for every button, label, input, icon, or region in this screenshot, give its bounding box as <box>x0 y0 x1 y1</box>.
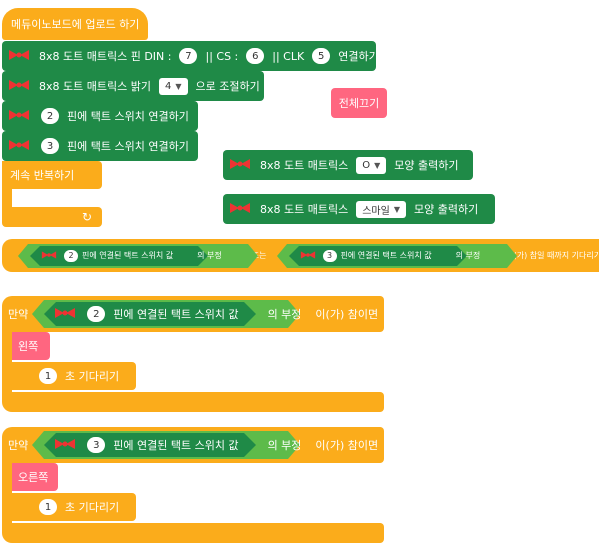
right-action-block[interactable]: 오른쪽 <box>12 463 58 491</box>
wait-b-neg: 의 부정 <box>455 251 481 260</box>
if-left-then-label: 이(가) 참이면 <box>315 308 379 321</box>
matrix-shape-smile-block[interactable]: 8x8 도트 매트릭스 스마일 ▼ 모양 출력하기 <box>223 194 495 224</box>
triangle-down-icon: ▼ <box>393 204 400 214</box>
if-right-footer <box>2 523 384 543</box>
matrix-o-suffix: 모양 출력하기 <box>394 159 459 172</box>
matrix-brightness-block[interactable]: 8x8 도트 매트릭스 밝기 4 ▼ 으로 조절하기 <box>2 71 264 101</box>
upload-hat-block[interactable]: 메듀이노보드에 업로드 하기 <box>2 8 148 40</box>
bowtie-icon <box>54 437 76 454</box>
if-right-then-label: 이(가) 참이면 <box>315 439 379 452</box>
din-input[interactable]: 7 <box>179 48 198 64</box>
if-right-block[interactable]: 만약 3 핀에 연결된 택트 스위치 값 의 부정 이(가) 참이면 오른쪽 1… <box>2 427 384 546</box>
if-left-cond-label: 핀에 연결된 택트 스위치 값 <box>113 308 239 321</box>
triangle-down-icon: ▼ <box>175 81 182 91</box>
loop-arrow-icon: ↻ <box>81 210 92 224</box>
brightness-value: 4 <box>164 80 172 92</box>
shape-o-value: O <box>362 159 371 171</box>
if-right-cond-label: 핀에 연결된 택트 스위치 값 <box>113 439 239 452</box>
shape-o-dropdown[interactable]: O ▼ <box>356 156 387 174</box>
loop-bottom-bar: ↻ <box>2 207 102 227</box>
shape-smile-dropdown[interactable]: 스마일 ▼ <box>356 200 406 218</box>
if-left-wait-input[interactable]: 1 <box>39 368 57 384</box>
if-left-footer <box>2 392 384 412</box>
wait-cond-a[interactable]: 2 핀에 연결된 택트 스위치 값 의 부정 <box>18 243 258 268</box>
switch-a-pin-input[interactable]: 2 <box>41 108 59 124</box>
clear-all-block[interactable]: 전체끄기 <box>331 88 387 118</box>
forever-loop-block[interactable]: 계속 반복하기 ↻ <box>2 161 102 227</box>
if-right-arm <box>2 463 12 527</box>
loop-top-bar: 계속 반복하기 <box>2 161 102 189</box>
matrix-smile-suffix: 모양 출력하기 <box>414 203 479 216</box>
wait-until-block[interactable]: 2 핀에 연결된 택트 스위치 값 의 부정 또는 3 핀에 연결된 택트 스위… <box>2 239 599 272</box>
brightness-suffix: 으로 조절하기 <box>195 80 260 93</box>
wait-until-suffix: 이(가) 참일 때까지 기다리기 <box>506 251 599 260</box>
right-action-label: 오른쪽 <box>18 471 49 484</box>
if-right-header: 만약 3 핀에 연결된 택트 스위치 값 의 부정 이(가) 참이면 <box>2 427 384 463</box>
brightness-dropdown[interactable]: 4 ▼ <box>158 77 188 95</box>
switch-b-pin-input[interactable]: 3 <box>41 138 59 154</box>
matrix-pins-block[interactable]: 8x8 도트 매트릭스 핀 DIN : 7 || CS : 6 || CLK 5… <box>2 41 379 71</box>
switch-connect-block-b[interactable]: 3 핀에 택트 스위치 연결하기 <box>2 131 198 161</box>
left-action-label: 왼쪽 <box>18 340 39 353</box>
if-right-wait-block[interactable]: 1 초 기다리기 <box>12 493 136 521</box>
if-left-neg: 의 부정 <box>267 308 302 321</box>
bowtie-icon <box>41 250 57 262</box>
if-right-neg: 의 부정 <box>267 439 302 452</box>
bowtie-icon <box>8 138 30 155</box>
if-left-if-label: 만약 <box>8 308 29 321</box>
matrix-shape-o-block[interactable]: 8x8 도트 매트릭스 O ▼ 모양 출력하기 <box>223 150 473 180</box>
if-left-arm <box>2 332 12 394</box>
switch-b-label: 핀에 택트 스위치 연결하기 <box>67 140 189 153</box>
wait-a-neg: 의 부정 <box>197 251 222 260</box>
if-right-if-label: 만약 <box>8 439 29 452</box>
switch-a-label: 핀에 택트 스위치 연결하기 <box>67 110 189 123</box>
if-left-condition[interactable]: 2 핀에 연결된 택트 스위치 값 의 부정 <box>32 300 301 328</box>
left-action-block[interactable]: 왼쪽 <box>12 332 50 360</box>
if-right-wait-label: 초 기다리기 <box>65 501 120 514</box>
loop-label: 계속 반복하기 <box>10 169 75 182</box>
matrix-o-label: 8x8 도트 매트릭스 <box>260 159 349 172</box>
if-left-block[interactable]: 만약 2 핀에 연결된 택트 스위치 값 의 부정 이(가) 참이면 왼쪽 1 … <box>2 296 384 412</box>
bowtie-icon <box>8 78 30 95</box>
or-label: 또는 <box>251 251 267 260</box>
clk-label: || CLK <box>272 49 305 63</box>
bowtie-icon <box>300 250 316 262</box>
triangle-down-icon: ▼ <box>374 160 381 170</box>
matrix-pins-label: 8x8 도트 매트릭스 핀 DIN : <box>39 50 172 63</box>
wait-cond-b[interactable]: 3 핀에 연결된 택트 스위치 값 의 부정 <box>276 243 517 268</box>
if-right-condition[interactable]: 3 핀에 연결된 택트 스위치 값 의 부정 <box>32 431 301 459</box>
bowtie-icon <box>54 306 76 323</box>
matrix-pins-suffix: 연결하기 <box>338 50 379 63</box>
matrix-smile-label: 8x8 도트 매트릭스 <box>260 203 349 216</box>
if-right-pin-input[interactable]: 3 <box>87 437 106 453</box>
brightness-label: 8x8 도트 매트릭스 밝기 <box>39 80 151 93</box>
bowtie-icon <box>8 48 30 65</box>
bowtie-icon <box>8 108 30 125</box>
cs-label: || CS : <box>205 49 239 63</box>
if-left-wait-block[interactable]: 1 초 기다리기 <box>12 362 136 390</box>
loop-arm <box>2 189 12 211</box>
wait-b-label: 핀에 연결된 택트 스위치 값 <box>340 251 432 260</box>
wait-a-label: 핀에 연결된 택트 스위치 값 <box>82 251 174 260</box>
wait-b-pin-input[interactable]: 3 <box>322 249 337 262</box>
cs-input[interactable]: 6 <box>246 48 265 64</box>
switch-connect-block-a[interactable]: 2 핀에 택트 스위치 연결하기 <box>2 101 198 131</box>
if-right-wait-input[interactable]: 1 <box>39 499 57 515</box>
clk-input[interactable]: 5 <box>312 48 331 64</box>
wait-a-pin-input[interactable]: 2 <box>64 249 78 262</box>
shape-smile-value: 스마일 <box>362 205 390 217</box>
if-left-header: 만약 2 핀에 연결된 택트 스위치 값 의 부정 이(가) 참이면 <box>2 296 384 332</box>
if-left-pin-input[interactable]: 2 <box>87 306 106 322</box>
if-left-wait-label: 초 기다리기 <box>65 370 120 383</box>
bowtie-icon <box>229 157 251 174</box>
upload-hat-label: 메듀이노보드에 업로드 하기 <box>11 18 140 31</box>
clear-all-label: 전체끄기 <box>338 97 380 110</box>
bowtie-icon <box>229 201 251 218</box>
